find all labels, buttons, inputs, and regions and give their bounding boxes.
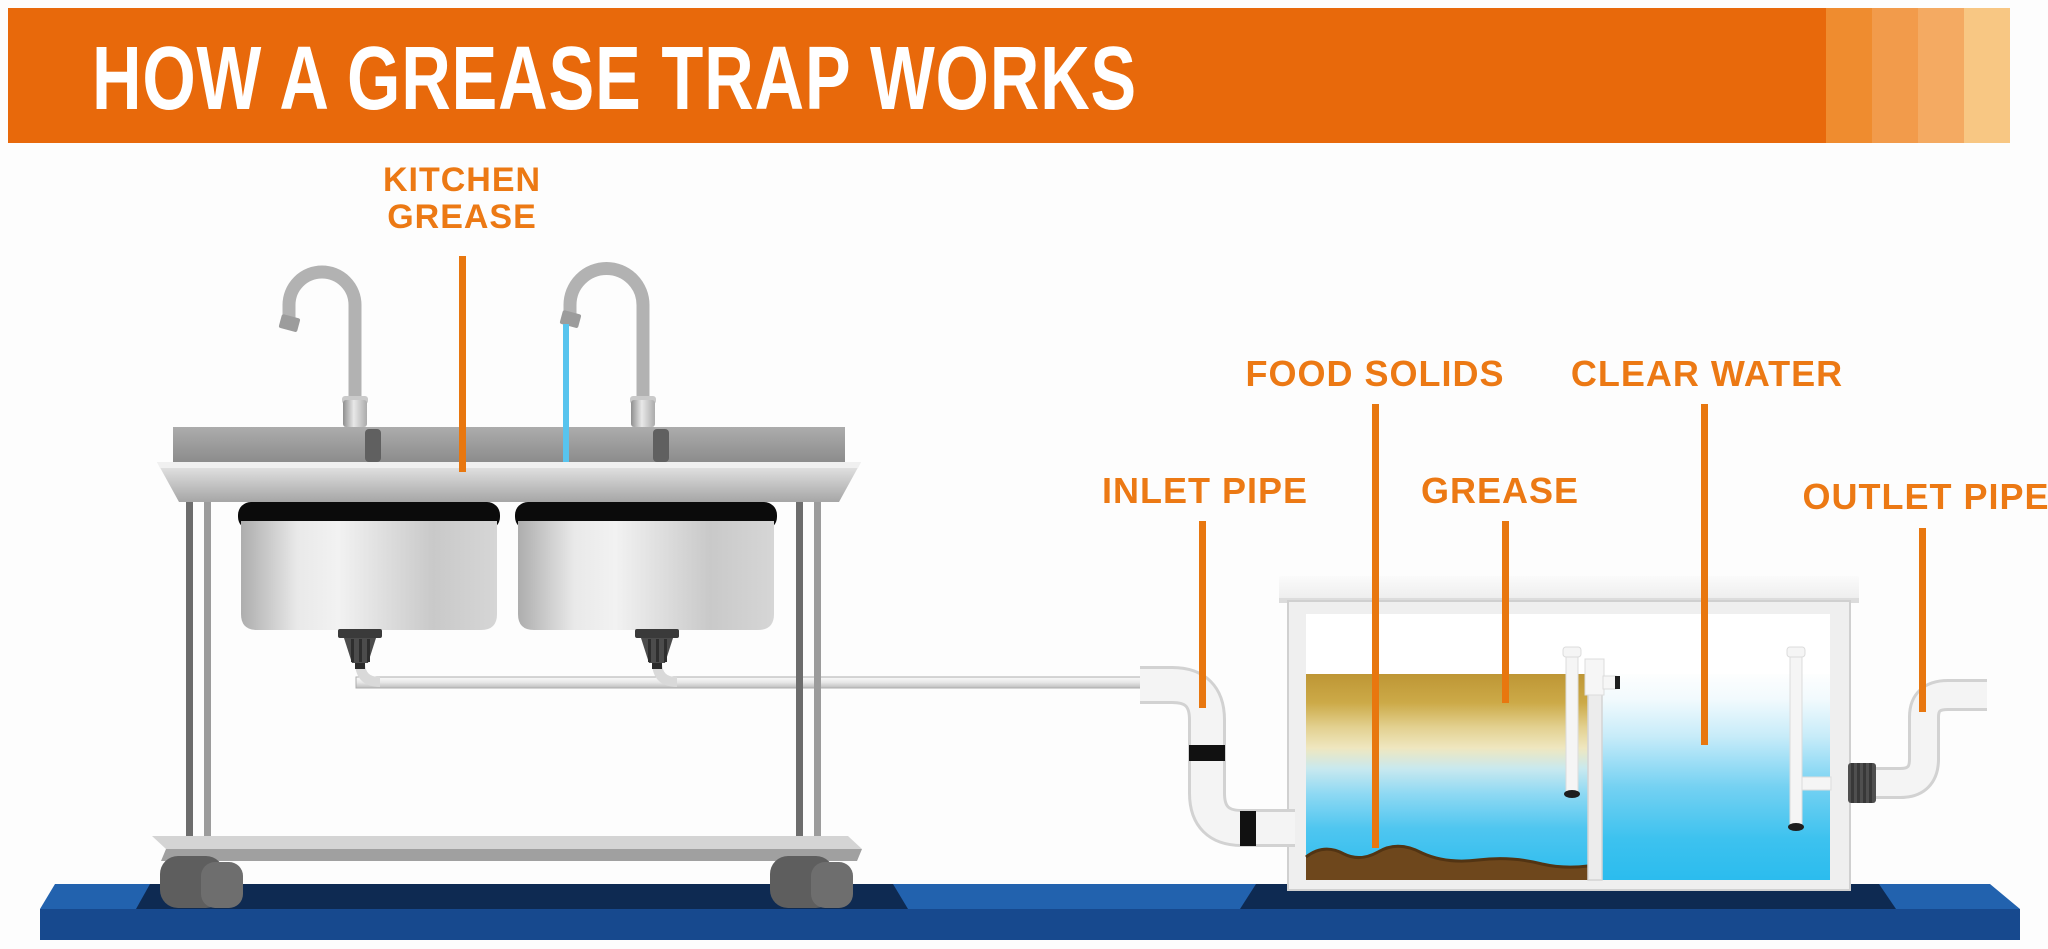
drain-tip — [652, 663, 662, 669]
drain-flange — [338, 629, 382, 638]
label-inlet-pipe: INLET PIPE — [1102, 470, 1308, 511]
drain-fitting-left — [338, 629, 382, 669]
water-stream — [563, 324, 569, 462]
outlet-pipe — [1848, 679, 1987, 803]
faucet-base-shadow — [365, 429, 381, 462]
apron-highlight — [157, 462, 861, 468]
sink-basin-right — [515, 502, 777, 630]
corrugated-coupling — [1848, 763, 1876, 803]
apron-face — [157, 462, 861, 502]
drain-ridge — [351, 639, 354, 662]
inlet-dip-tube — [1562, 646, 1582, 798]
drain-ridge — [656, 639, 659, 662]
shelf-top — [152, 836, 862, 849]
coupling-ridge — [1863, 763, 1866, 803]
coupling-ridge — [1851, 763, 1854, 803]
dip-tube-cap — [1562, 646, 1582, 658]
crossover-pipe — [1584, 658, 1620, 696]
dip-tube-body — [1565, 654, 1579, 794]
faucet-base-shadow — [653, 429, 669, 462]
leader-line-grease — [1502, 521, 1509, 703]
banner-background — [8, 8, 2010, 143]
table-leg-rear-left — [204, 502, 211, 884]
gooseneck-tube — [563, 262, 650, 402]
coupling-ridge — [1857, 763, 1860, 803]
table-leg-rear-right — [814, 502, 821, 884]
crossover-tip — [1615, 676, 1620, 689]
food-solids-sediment — [1306, 846, 1588, 880]
dip-tube-cap — [1786, 646, 1806, 658]
pipe-coupling-band — [1189, 745, 1225, 761]
page-title: HOW A GREASE TRAP WORKS — [92, 29, 1137, 129]
drain-pipe-horizontal — [355, 676, 1145, 689]
pipe-coupling-band — [1240, 811, 1256, 846]
floor — [40, 884, 2020, 940]
crossover-stub — [1602, 675, 1617, 690]
floor-shadow-under-sink — [136, 884, 908, 909]
table-leg-front-right — [796, 502, 803, 888]
dip-tube-body — [1789, 654, 1803, 826]
leader-line-kitchen-grease — [459, 256, 466, 472]
gooseneck-tube — [282, 265, 362, 402]
basin-body — [241, 521, 497, 630]
grease-layer — [1306, 674, 1588, 880]
drain-flange — [635, 629, 679, 638]
banner-stripe — [1872, 8, 1918, 143]
drain-fitting-right — [635, 629, 679, 669]
drain-ridge — [359, 639, 362, 662]
shelf-front — [161, 849, 862, 861]
banner-stripe — [1918, 8, 1964, 143]
sink-basin-left — [238, 502, 500, 630]
table-leg-front-left — [186, 502, 193, 888]
grease-trap-tank — [1279, 576, 1859, 891]
sink-apron — [157, 462, 861, 502]
dip-tube-connector — [1800, 776, 1832, 791]
caster-wheel-right — [770, 856, 853, 908]
dip-tube-foot — [1564, 790, 1580, 798]
outlet-pipe-fill — [1876, 682, 1987, 796]
basin-body — [518, 521, 774, 630]
leader-line-food-solids — [1372, 404, 1379, 848]
label-kitchen-grease-line1: KITCHEN — [383, 161, 541, 199]
leader-line-clear-water — [1701, 404, 1708, 745]
crossover-vertical — [1584, 658, 1605, 696]
baffle-wall — [1587, 663, 1603, 881]
caster-wheel-left — [160, 856, 243, 908]
outlet-dip-tube — [1786, 646, 1832, 831]
drain-ridge — [664, 639, 667, 662]
label-outlet-pipe: OUTLET PIPE — [1802, 476, 2048, 517]
riser-base — [343, 400, 367, 427]
leader-line-outlet-pipe — [1919, 528, 1926, 712]
floor-front-face — [40, 909, 2020, 940]
drain-ridge — [367, 639, 370, 662]
wheel-lobe — [201, 862, 243, 908]
label-clear-water: CLEAR WATER — [1571, 353, 1843, 394]
coupling-ridge — [1869, 763, 1872, 803]
lower-shelf — [152, 836, 862, 861]
banner-stripe — [1826, 8, 1872, 143]
label-food-solids: FOOD SOLIDS — [1245, 353, 1504, 394]
faucet-left — [278, 265, 368, 427]
dip-tube-foot — [1788, 823, 1804, 831]
sediment-top-edge — [1305, 844, 1589, 869]
inlet-pipe — [1140, 666, 1295, 847]
drain-ridge — [648, 639, 651, 662]
tank-lid — [1279, 576, 1859, 602]
wheel-lobe — [811, 862, 853, 908]
countertop-back — [173, 427, 845, 462]
banner-stripe — [1964, 8, 2010, 143]
spout-tip — [559, 310, 582, 328]
diagram-labels: KITCHEN GREASE FOOD SOLIDS CLEAR WATER I… — [383, 161, 2048, 517]
header-banner: HOW A GREASE TRAP WORKS — [8, 8, 2010, 143]
drain-tip — [355, 663, 365, 669]
riser-base — [631, 400, 655, 427]
leader-lines — [459, 256, 1926, 848]
faucet-right — [559, 262, 656, 427]
leader-line-inlet-pipe — [1199, 521, 1206, 708]
kitchen-sink — [152, 262, 1145, 908]
label-grease: GREASE — [1421, 470, 1579, 511]
label-kitchen-grease-line2: GREASE — [387, 198, 537, 236]
spout-tip — [278, 314, 301, 332]
